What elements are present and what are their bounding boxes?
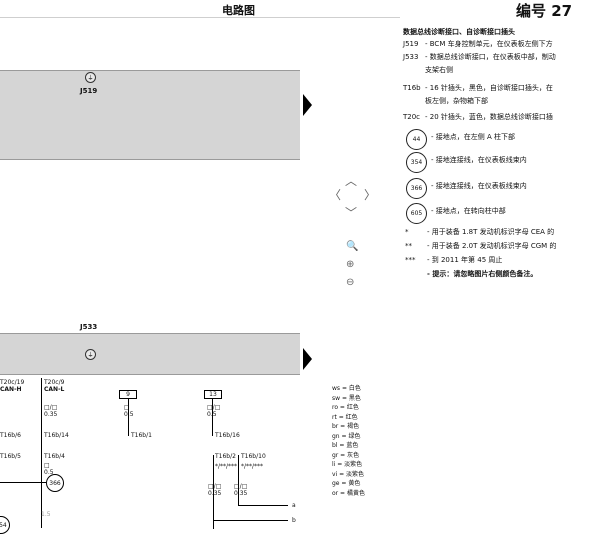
color-code: li = 淡紫色 <box>332 461 363 468</box>
wire-gauge: 0.5 <box>207 411 217 418</box>
wire-gauge: □/□ <box>207 404 221 411</box>
continue-arrow-icon[interactable] <box>303 348 312 370</box>
wire-gauge: □/□ <box>208 483 222 490</box>
zoom-out-icon[interactable]: ⊖ <box>346 277 355 288</box>
ground-node-366[interactable]: 366 <box>46 474 64 492</box>
pin-label: T20c/9 <box>44 379 65 386</box>
continue-arrow-icon[interactable] <box>303 94 312 116</box>
signal-label: CAN-H <box>0 386 22 393</box>
component-panel-j519[interactable] <box>0 70 300 160</box>
wire <box>41 378 42 528</box>
pin-label: T16b/14 <box>44 432 69 439</box>
pin-label: T16b/2 <box>215 453 236 460</box>
color-code-list: ws = 白色 sw = 黑色 ro = 红色 rt = 红色 br = 褐色 … <box>332 384 365 498</box>
legend-note: **- 用于装备 2.0T 发动机标识字母 CGM 的 <box>405 242 557 250</box>
legend-note: *- 用于装备 1.8T 发动机标识字母 CEA 的 <box>405 228 555 236</box>
legend-entry: J533- 数据总线诊断接口，在仪表板中部，制动 <box>403 53 556 61</box>
ground-symbol-icon: ⏚ <box>85 72 96 83</box>
color-code: ws = 白色 <box>332 385 361 392</box>
page-title: 电路图 <box>222 4 255 17</box>
ground-node-354[interactable]: 354 <box>0 516 10 534</box>
legend-note: ***- 到 2011 年第 45 周止 <box>405 256 503 264</box>
pan-right-icon[interactable]: 〉 <box>364 188 377 202</box>
pin-label: T16b/10 <box>241 453 266 460</box>
pan-left-icon[interactable]: 〈 <box>329 188 342 202</box>
pin-label: T20c/19 <box>0 379 25 386</box>
legend-entry: - 接地连接线，在仪表板线束内 <box>431 182 527 190</box>
wire <box>128 399 129 436</box>
terminal-box: 9 <box>119 390 137 399</box>
wire-ref-label: a <box>292 502 296 509</box>
component-panel-j533[interactable] <box>0 333 300 375</box>
zoom-fit-icon[interactable]: 🔍 <box>346 241 359 252</box>
ground-point-366[interactable]: 366 <box>406 178 427 199</box>
legend-entry: T16b- 16 针插头，黑色，自诊断接口插头，在 <box>403 84 553 92</box>
legend-entry: - 接地连接线，在仪表板线束内 <box>431 156 527 164</box>
component-label-j533: J533 <box>80 323 98 331</box>
header-divider <box>0 17 400 18</box>
color-code: sw = 黑色 <box>332 394 361 402</box>
color-code: vi = 淡紫色 <box>332 470 365 478</box>
legend-entry: 板左侧，杂物箱下部 <box>425 97 488 105</box>
wire-gauge: 0.35 <box>234 490 248 497</box>
component-label-j519: J519 <box>80 87 98 95</box>
color-code: ro = 红色 <box>332 404 359 411</box>
pin-label: T16b/6 <box>0 432 21 439</box>
color-code: br = 褐色 <box>332 423 360 430</box>
legend-note: - 提示：请忽略图片右侧颜色备注。 <box>427 270 538 278</box>
pan-up-icon[interactable]: ︿ <box>345 174 358 188</box>
wire <box>213 520 288 521</box>
wire-gauge: 0.5 <box>44 469 54 476</box>
wire <box>0 482 46 483</box>
legend-title: 数据总线诊断接口、自诊断接口插头 <box>403 28 515 36</box>
legend-entry: - 接地点，在左侧 A 柱下部 <box>431 133 515 141</box>
color-code: gn = 绿色 <box>332 432 361 440</box>
legend-entry: J519- BCM 车身控制单元，在仪表板左侧下方 <box>403 40 553 48</box>
legend-entry: T20c- 20 针插头，蓝色，数据总线诊断接口插 <box>403 113 553 121</box>
pin-label: T16b/1 <box>131 432 152 439</box>
variant-note: */**/*** <box>241 463 264 470</box>
zoom-in-icon[interactable]: ⊕ <box>346 259 355 270</box>
pin-label: T16b/16 <box>215 432 240 439</box>
legend-entry: - 接地点，在转向柱中部 <box>431 207 506 215</box>
pin-label: T16b/5 <box>0 453 21 460</box>
legend-entry: 支架右侧 <box>425 66 453 74</box>
page-number: 编号 27 <box>516 2 573 20</box>
signal-label: CAN-L <box>44 386 65 393</box>
color-code: bl = 蓝色 <box>332 442 359 449</box>
wire-gauge: □ <box>124 404 130 411</box>
ground-point-44[interactable]: 44 <box>406 129 427 150</box>
variant-note: */**/*** <box>215 463 238 470</box>
ground-symbol-icon: ⏚ <box>85 349 96 360</box>
wire-ref-label: b <box>292 517 296 524</box>
wire-gauge: □/□ <box>44 404 58 411</box>
wire-gauge: □/□ <box>234 483 248 490</box>
wire-gauge: 0.35 <box>208 490 222 497</box>
ground-point-354[interactable]: 354 <box>406 152 427 173</box>
wire <box>238 455 239 505</box>
ground-point-605[interactable]: 605 <box>406 203 427 224</box>
color-code: gr = 灰色 <box>332 451 360 459</box>
color-code: ge = 黄色 <box>332 480 361 487</box>
wire-gauge: 0.5 <box>124 411 134 418</box>
wire-gauge: 0.35 <box>44 411 58 418</box>
wire <box>212 399 213 436</box>
wire <box>213 455 214 529</box>
terminal-box: 13 <box>204 390 222 399</box>
pan-down-icon[interactable]: ﹀ <box>345 206 358 220</box>
wire-gauge: 1.5 <box>41 511 51 518</box>
color-code: or = 橘黄色 <box>332 489 365 497</box>
color-code: rt = 红色 <box>332 413 358 421</box>
pin-label: T16b/4 <box>44 453 65 460</box>
wire-gauge: □ <box>44 462 50 469</box>
wire <box>238 505 288 506</box>
